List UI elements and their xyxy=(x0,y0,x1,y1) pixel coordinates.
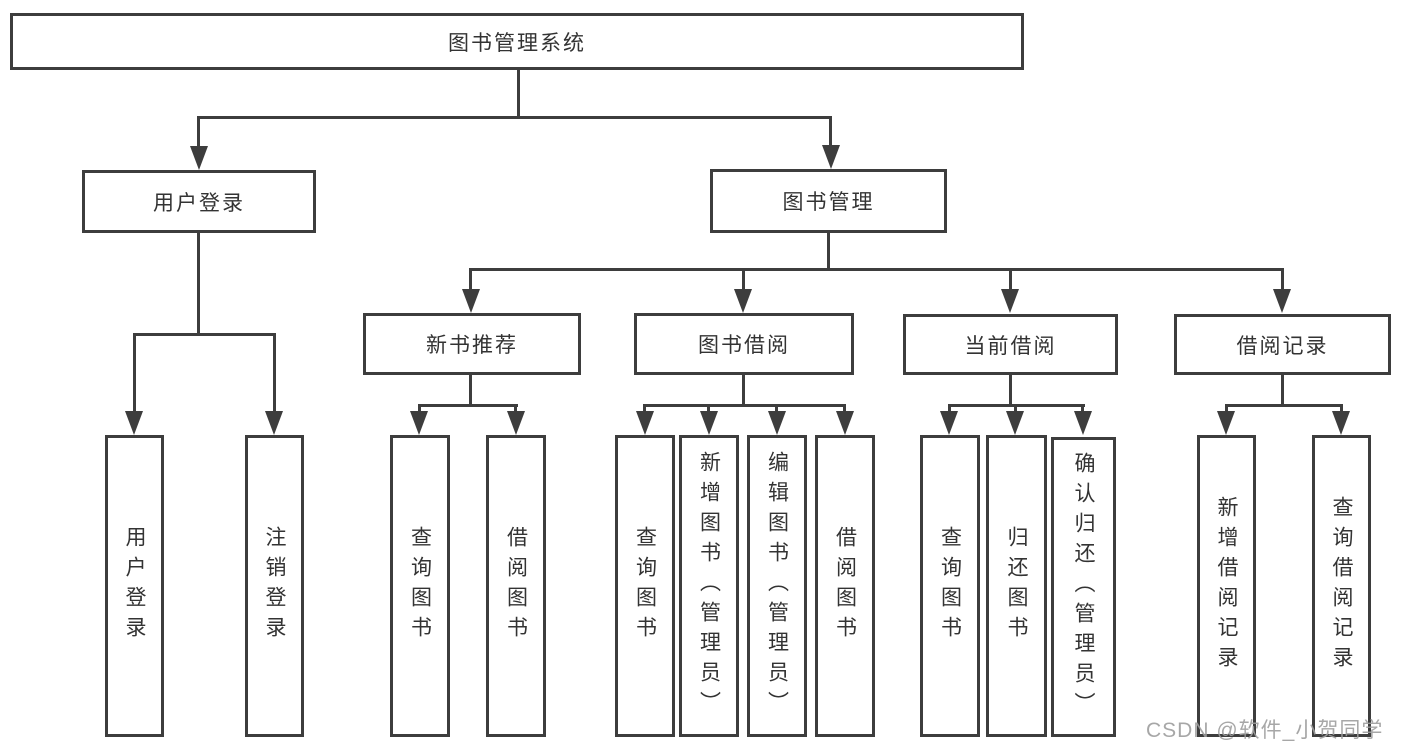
node-borrowing-records: 借阅记录 xyxy=(1174,314,1391,375)
connector-line xyxy=(1281,374,1284,407)
leaf-confirm-return-admin: 确认归还（管理员） xyxy=(1051,437,1116,737)
connector-line xyxy=(514,404,517,414)
connector-line xyxy=(707,404,710,414)
arrow-down-icon xyxy=(636,411,654,435)
connector-line xyxy=(469,373,472,407)
arrow-down-icon xyxy=(462,289,480,313)
arrow-down-icon xyxy=(125,411,143,435)
leaf-user-login: 用户登录 xyxy=(105,435,164,737)
leaf-add-books-admin: 新增图书（管理员） xyxy=(679,435,739,737)
node-label: 图书管理系统 xyxy=(448,31,586,55)
node-label: 编辑图书（管理员） xyxy=(765,451,789,721)
arrow-down-icon xyxy=(410,411,428,435)
leaf-borrow-books: 借阅图书 xyxy=(815,435,875,737)
arrow-down-icon xyxy=(768,411,786,435)
node-label: 新增图书（管理员） xyxy=(697,451,721,721)
connector-line xyxy=(742,268,745,290)
node-label: 归还图书 xyxy=(1005,526,1028,646)
arrow-down-icon xyxy=(1006,411,1024,435)
leaf-query-books-current: 查询图书 xyxy=(920,435,980,737)
connector-line xyxy=(517,68,520,118)
arrow-down-icon xyxy=(1001,289,1019,313)
connector-line xyxy=(273,333,276,411)
node-library-management-system: 图书管理系统 xyxy=(10,13,1024,70)
connector-line xyxy=(1225,404,1343,407)
connector-line xyxy=(829,116,832,147)
connector-line xyxy=(418,404,421,414)
connector-line xyxy=(197,231,200,335)
leaf-add-borrow-record: 新增借阅记录 xyxy=(1197,435,1256,737)
arrow-down-icon xyxy=(700,411,718,435)
connector-line xyxy=(843,404,846,414)
node-user-login: 用户登录 xyxy=(82,170,316,233)
node-label: 查询图书 xyxy=(938,526,962,646)
arrow-down-icon xyxy=(190,146,208,170)
leaf-edit-books-admin: 编辑图书（管理员） xyxy=(747,435,807,737)
connector-line xyxy=(418,404,518,407)
connector-line xyxy=(948,404,951,414)
node-label: 借阅图书 xyxy=(833,526,857,646)
node-label: 借阅记录 xyxy=(1236,334,1329,358)
connector-line xyxy=(1340,404,1343,414)
node-label: 图书借阅 xyxy=(698,334,790,357)
arrow-down-icon xyxy=(734,289,752,313)
arrow-down-icon xyxy=(1217,411,1235,435)
arrow-down-icon xyxy=(265,411,283,435)
arrow-down-icon xyxy=(507,411,525,435)
connector-line xyxy=(197,116,832,119)
connector-line xyxy=(133,333,276,336)
connector-line xyxy=(643,404,646,414)
node-label: 注销登录 xyxy=(263,526,286,646)
connector-line xyxy=(742,373,745,407)
node-current-borrowing: 当前借阅 xyxy=(903,314,1118,375)
connector-line xyxy=(469,268,1284,271)
connector-line xyxy=(1281,268,1284,290)
connector-line xyxy=(1225,404,1228,414)
connector-line xyxy=(1009,268,1012,290)
node-new-book-recommendation: 新书推荐 xyxy=(363,313,581,375)
node-book-borrowing: 图书借阅 xyxy=(634,313,854,375)
connector-line xyxy=(775,404,778,414)
leaf-query-borrow-record: 查询借阅记录 xyxy=(1312,435,1371,737)
node-book-management: 图书管理 xyxy=(710,169,947,233)
arrow-down-icon xyxy=(1332,411,1350,435)
node-label: 查询图书 xyxy=(633,526,657,646)
node-label: 借阅图书 xyxy=(504,526,528,646)
arrow-down-icon xyxy=(1273,289,1291,313)
node-label: 用户登录 xyxy=(123,526,146,646)
csdn-watermark: CSDN @软件_小贺同学 xyxy=(1146,719,1384,742)
arrow-down-icon xyxy=(940,411,958,435)
connector-line xyxy=(1009,374,1012,407)
connector-line xyxy=(133,333,136,411)
connector-line xyxy=(469,268,472,290)
connector-line xyxy=(197,116,200,147)
leaf-return-books: 归还图书 xyxy=(986,435,1047,737)
connector-line xyxy=(1081,404,1084,414)
arrow-down-icon xyxy=(836,411,854,435)
node-label: 确认归还（管理员） xyxy=(1072,452,1095,722)
connector-line xyxy=(643,404,846,407)
node-label: 查询借阅记录 xyxy=(1330,496,1353,676)
node-label: 新增借阅记录 xyxy=(1215,496,1238,676)
connector-line xyxy=(1014,404,1017,414)
leaf-logout: 注销登录 xyxy=(245,435,304,737)
node-label: 查询图书 xyxy=(408,526,432,646)
arrow-down-icon xyxy=(1074,411,1092,435)
node-label: 当前借阅 xyxy=(964,334,1057,358)
arrow-down-icon xyxy=(822,145,840,169)
node-label: 新书推荐 xyxy=(426,334,518,357)
node-label: 用户登录 xyxy=(153,191,245,215)
leaf-query-books-borrowing: 查询图书 xyxy=(615,435,675,737)
leaf-borrow-books-recommend: 借阅图书 xyxy=(486,435,546,737)
leaf-query-books-recommend: 查询图书 xyxy=(390,435,450,737)
node-label: 图书管理 xyxy=(782,191,875,214)
connector-line xyxy=(827,231,830,271)
